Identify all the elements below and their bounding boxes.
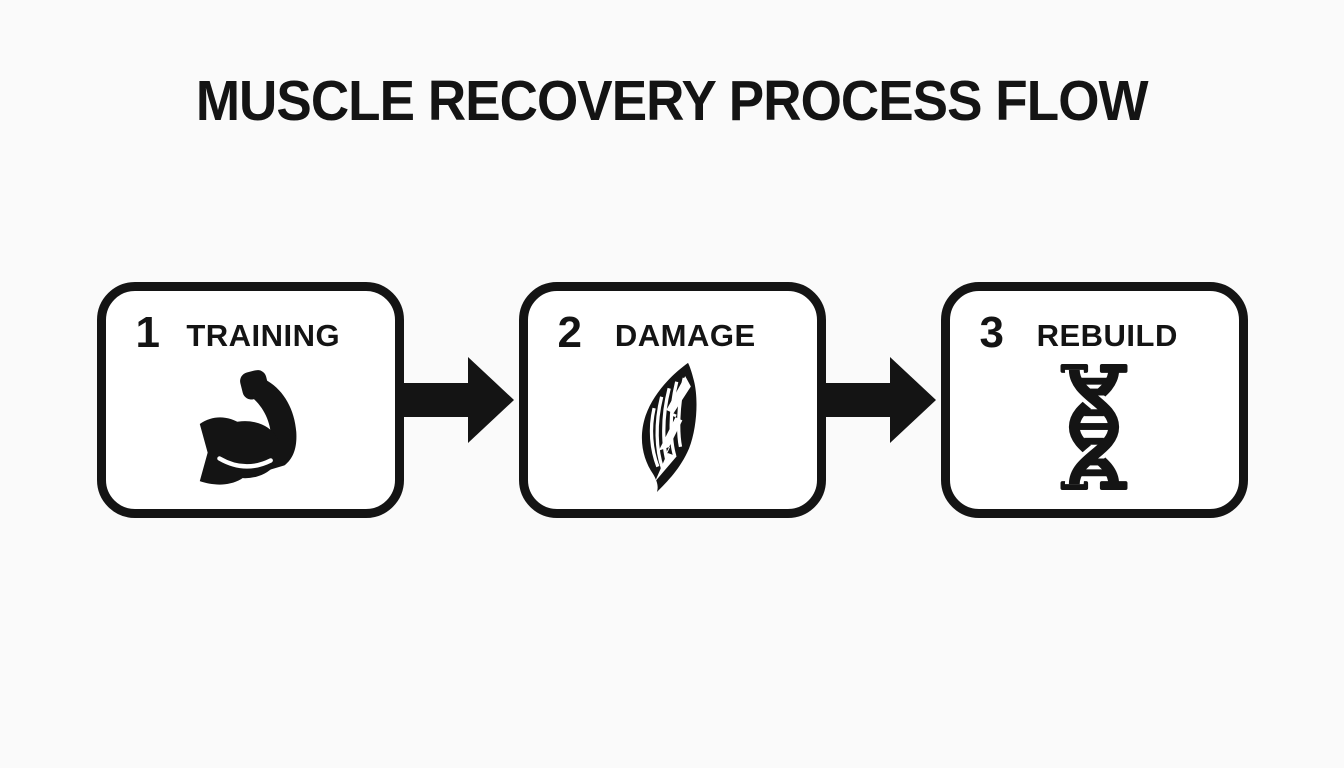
step-label: DAMAGE — [614, 317, 756, 353]
step-card-rebuild: 3 REBUILD — [940, 282, 1248, 518]
process-flow: 1 TRAINING 2 DA — [0, 282, 1344, 518]
arrow-shaft — [403, 383, 472, 417]
step-icon-area — [106, 355, 395, 509]
step-number: 1 — [135, 308, 160, 357]
flexed-bicep-icon — [186, 363, 314, 491]
page-title: MUSCLE RECOVERY PROCESS FLOW — [196, 69, 1149, 133]
arrow-head — [889, 357, 936, 443]
arrow-shaft — [825, 383, 894, 417]
step-number: 3 — [979, 308, 1004, 357]
torn-muscle-fiber-icon — [620, 361, 724, 493]
step-card-training: 1 TRAINING — [96, 282, 404, 518]
step-header: 2 DAMAGE — [558, 311, 789, 355]
step-label: TRAINING — [186, 317, 341, 353]
arrow-head — [467, 357, 514, 443]
step-header: 1 TRAINING — [136, 311, 367, 355]
page-title-wrap: MUSCLE RECOVERY PROCESS FLOW — [0, 68, 1344, 134]
step-icon-area — [528, 355, 817, 509]
flow-arrow-icon — [403, 357, 519, 443]
step-card-damage: 2 DAMAGE — [518, 282, 826, 518]
step-header: 3 REBUILD — [980, 311, 1211, 355]
step-icon-area — [950, 355, 1239, 509]
step-label: REBUILD — [1036, 317, 1178, 353]
dna-helix-icon — [1047, 362, 1141, 492]
step-number: 2 — [557, 308, 582, 357]
flow-arrow-icon — [825, 357, 941, 443]
